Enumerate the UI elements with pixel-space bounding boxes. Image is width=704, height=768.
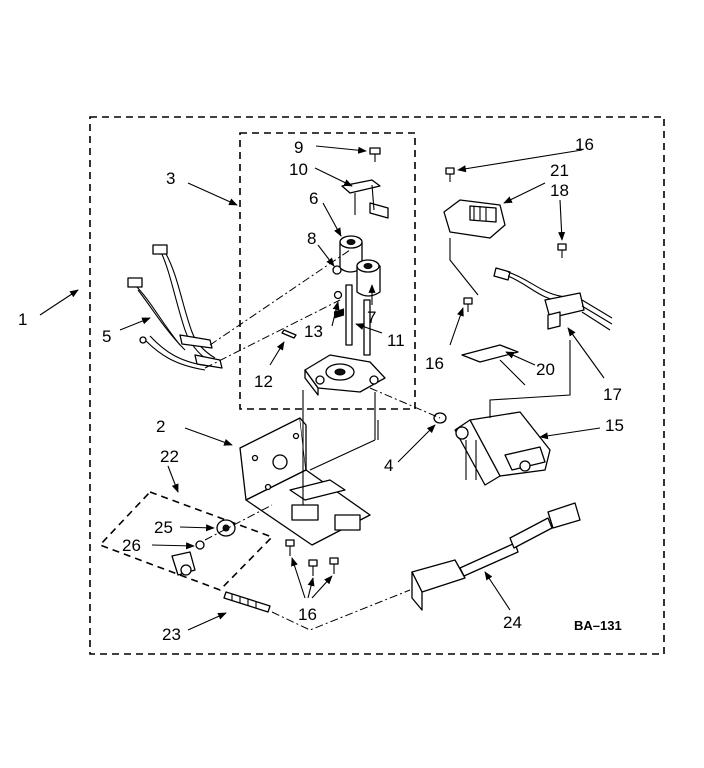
callout-16-mid: 16: [425, 354, 444, 373]
callout-15: 15: [605, 416, 624, 435]
callout-1: 1: [18, 310, 27, 329]
callout-4: 4: [384, 456, 393, 475]
callout-9: 9: [294, 138, 303, 157]
callout-7: 7: [367, 308, 376, 327]
callout-25: 25: [154, 518, 173, 537]
callout-2: 2: [156, 417, 165, 436]
diagram-code: BA–131: [574, 618, 622, 633]
callout-6: 6: [309, 189, 318, 208]
callout-16-top: 16: [575, 135, 594, 154]
callout-12: 12: [254, 372, 273, 391]
valve-kit-boundary: [239, 132, 416, 410]
gas-tubes: [223, 502, 581, 631]
callout-8: 8: [307, 229, 316, 248]
callout-22: 22: [160, 447, 179, 466]
valve-bracket: [239, 390, 376, 546]
callout-5: 5: [102, 327, 111, 346]
callout-26: 26: [122, 536, 141, 555]
fitting-parts: [171, 519, 236, 576]
callout-labels: 1 2 3 4 5 6 7 8 9 10 11 12 13 15 16 16 1…: [18, 135, 624, 644]
burner-assembly: [309, 340, 571, 486]
callout-16-bottom: 16: [298, 605, 317, 624]
assembly-boundary: [89, 116, 665, 655]
callout-23: 23: [162, 625, 181, 644]
callout-11: 11: [387, 331, 405, 350]
flame-sensor: [443, 167, 526, 386]
callout-17: 17: [603, 385, 622, 404]
callout-13: 13: [304, 322, 323, 341]
screws-bracket: [285, 539, 339, 576]
callout-21: 21: [550, 161, 569, 180]
callout-20: 20: [536, 360, 555, 379]
leader-lines: [39, 145, 605, 631]
igniter: [493, 243, 613, 331]
screw-9: [369, 147, 381, 162]
callout-18: 18: [550, 181, 569, 200]
callout-24: 24: [503, 613, 522, 632]
callout-10: 10: [289, 160, 308, 179]
wire-harness: [127, 244, 223, 371]
callout-3: 3: [166, 169, 175, 188]
